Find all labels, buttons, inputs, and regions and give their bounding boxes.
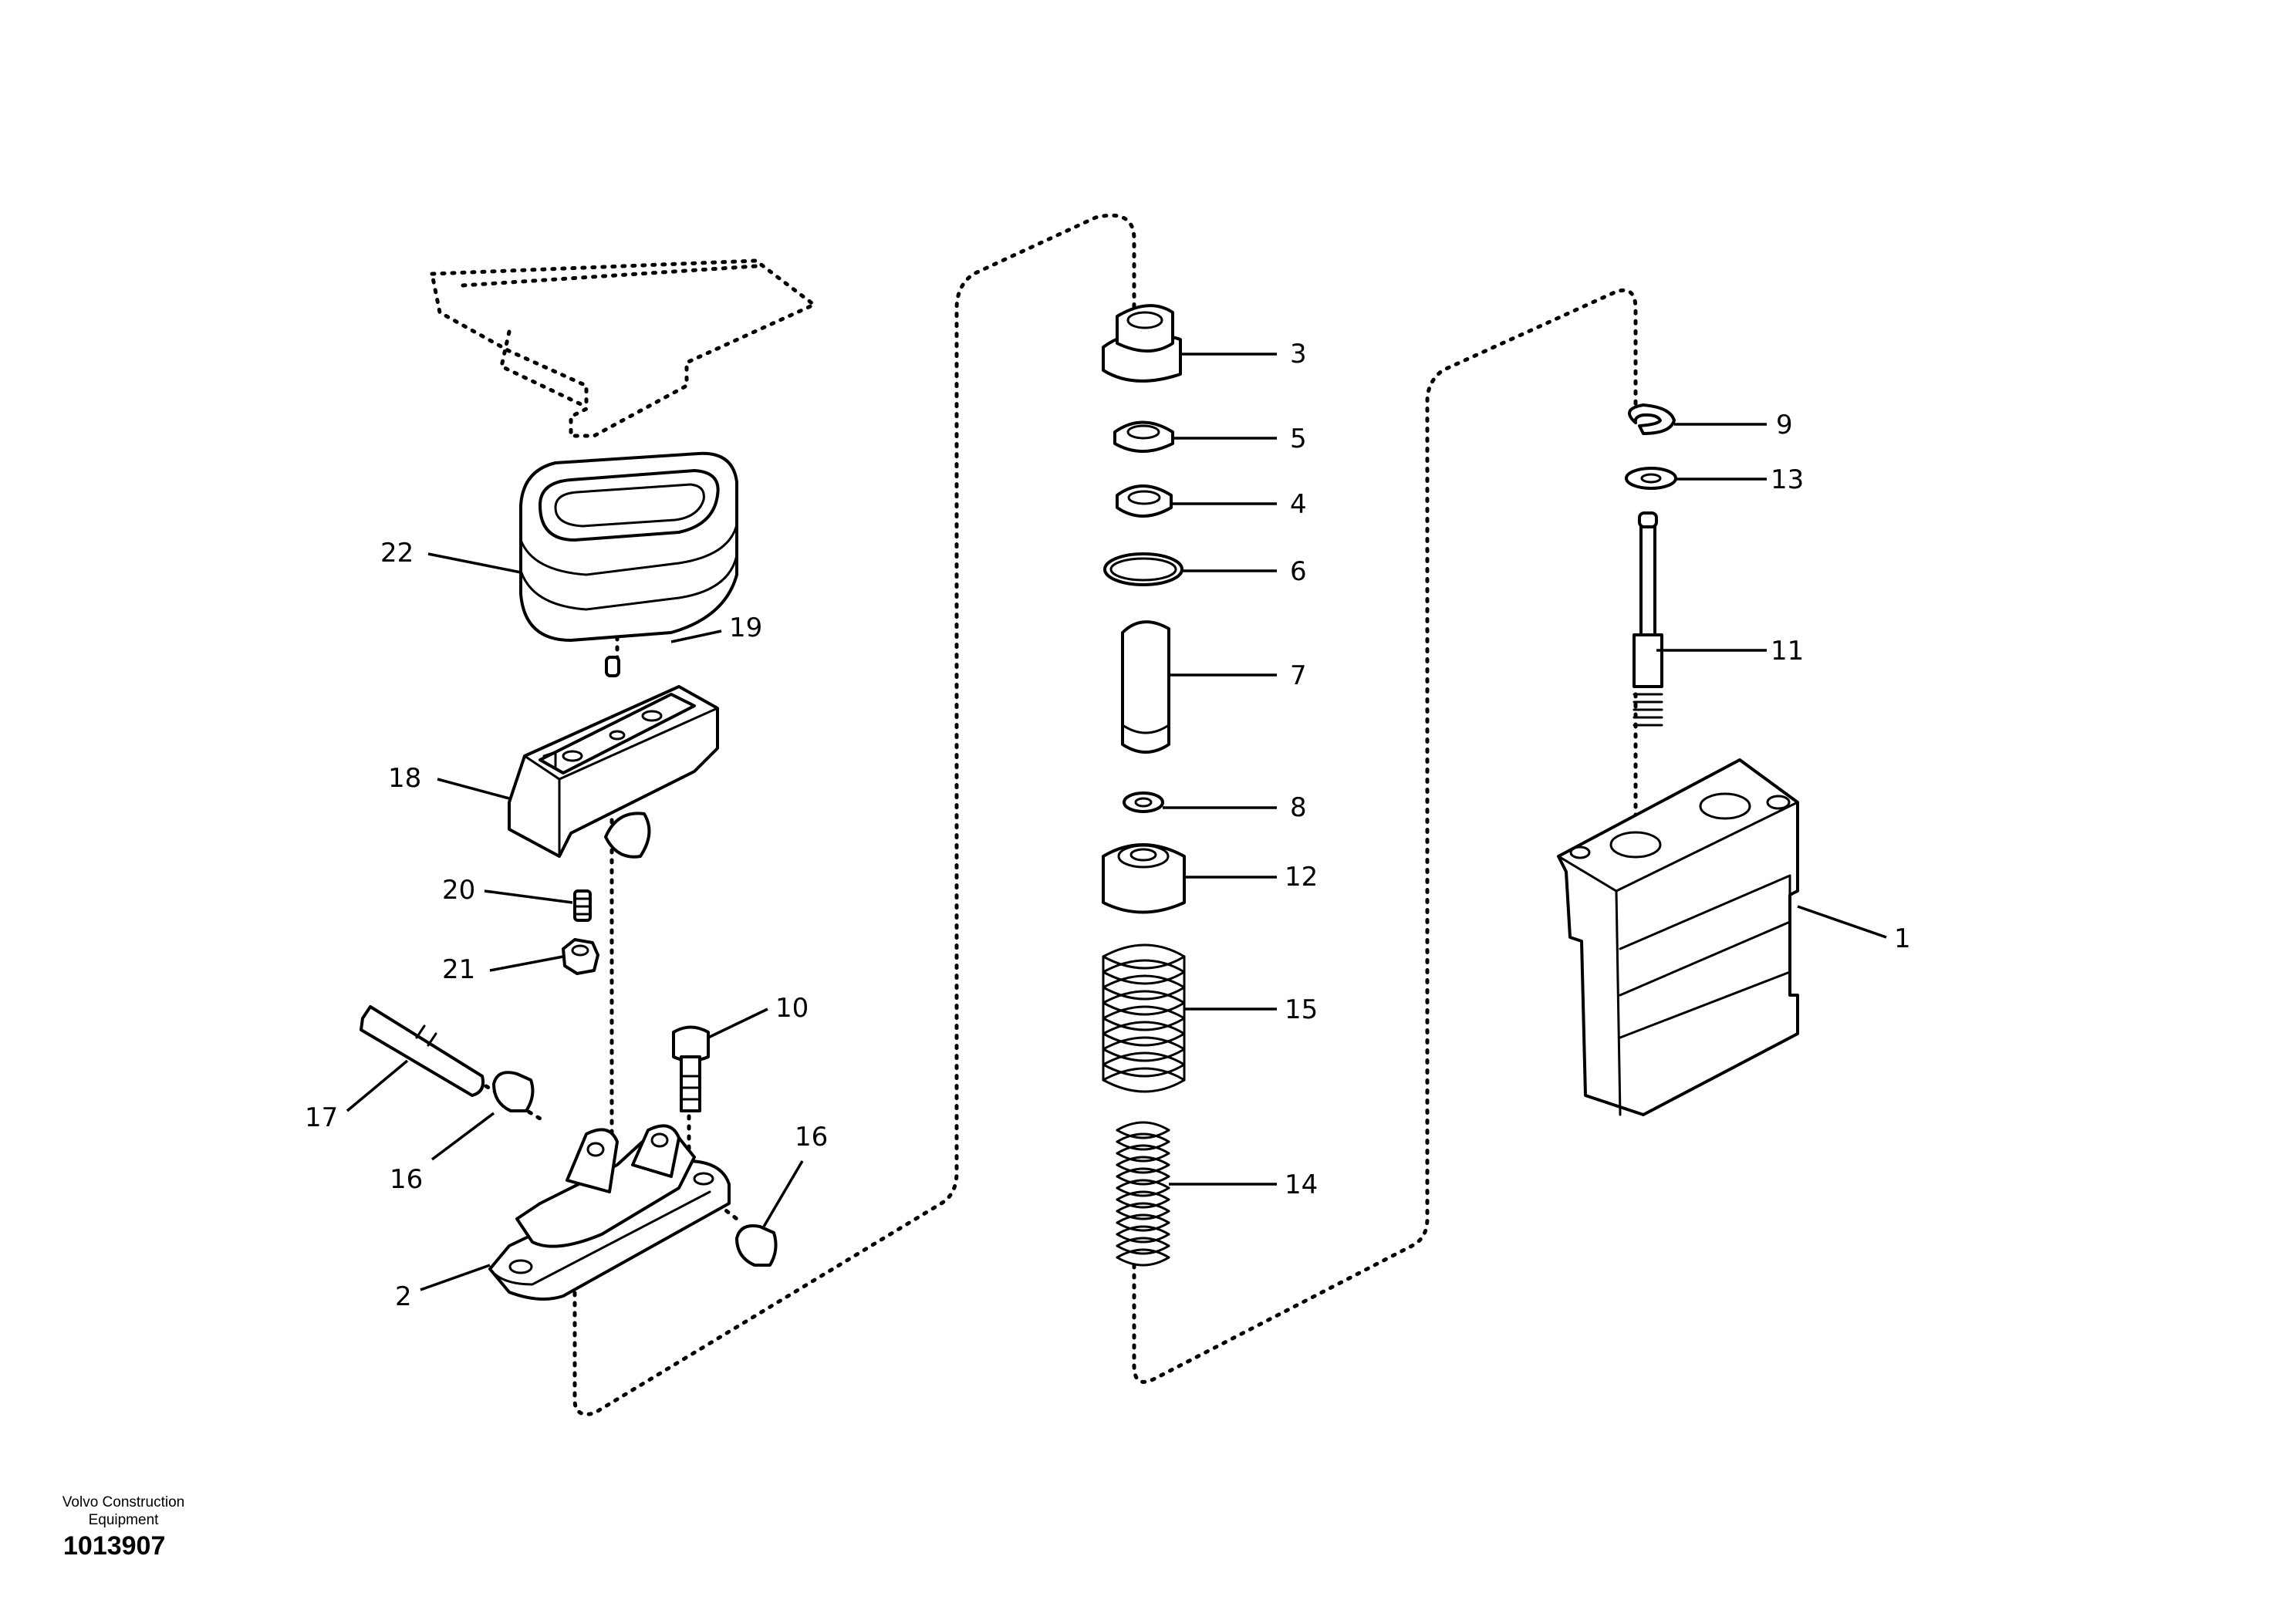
part-21-nut [562,938,599,975]
callout-11: 11 [1771,636,1804,667]
callout-leader-lines [346,353,1887,1291]
callout-14: 14 [1285,1169,1318,1200]
callout-16-right: 16 [795,1122,828,1153]
part-16-bushing-right [735,1224,778,1267]
part-16-bushing-left [492,1071,535,1112]
callout-4: 4 [1290,489,1307,520]
part-13-washer [1625,467,1677,490]
part-4-washer [1116,484,1173,518]
part-7-spool [1121,620,1170,754]
manufacturer-line-1: Volvo Construction [62,1494,185,1510]
callout-1: 1 [1894,923,1911,954]
part-8-washer [1123,791,1164,813]
callout-13: 13 [1771,464,1804,495]
callout-19: 19 [729,613,762,643]
part-15-outer-spring [1102,943,1186,1093]
callout-3: 3 [1290,339,1307,370]
callout-17: 17 [305,1102,338,1133]
callout-16-left: 16 [390,1164,423,1195]
manufacturer-line-2: Equipment [88,1512,159,1528]
part-22-rubber-boot [519,451,738,642]
part-12-retainer [1102,843,1186,914]
part-3-cap [1102,304,1182,383]
callout-18: 18 [388,763,421,794]
pedal-dashed-outline [429,258,818,438]
part-6-o-ring [1103,552,1183,586]
callout-5: 5 [1290,424,1307,454]
callout-12: 12 [1285,862,1318,893]
part-18-pedal-bracket [508,685,719,859]
callout-10: 10 [775,993,809,1024]
callout-15: 15 [1285,994,1318,1025]
part-11-push-rod [1633,511,1663,727]
callout-8: 8 [1290,792,1307,823]
callout-22: 22 [380,538,414,569]
part-17-pin [360,1005,485,1097]
callout-7: 7 [1290,660,1307,691]
part-5-seal [1113,420,1174,453]
callout-20: 20 [442,875,475,906]
part-10-bolt [672,1025,710,1112]
part-1-valve-body [1557,758,1799,1116]
part-14-inner-spring [1116,1121,1170,1267]
part-19-set-screw [605,656,620,677]
callout-6: 6 [1290,556,1307,587]
callout-numbers: 3 5 4 6 7 8 12 15 14 9 13 11 1 22 19 18 … [305,339,1911,1312]
callout-21: 21 [442,954,475,985]
callout-9: 9 [1776,410,1793,440]
manufacturer-label: Volvo Construction Equipment [31,1493,216,1529]
callout-2: 2 [395,1281,412,1312]
part-2-base-plate [488,1124,731,1301]
part-20-grub-screw [573,889,592,922]
drawing-reference-number: 1013907 [63,1531,166,1561]
part-9-snap-ring [1628,403,1676,435]
